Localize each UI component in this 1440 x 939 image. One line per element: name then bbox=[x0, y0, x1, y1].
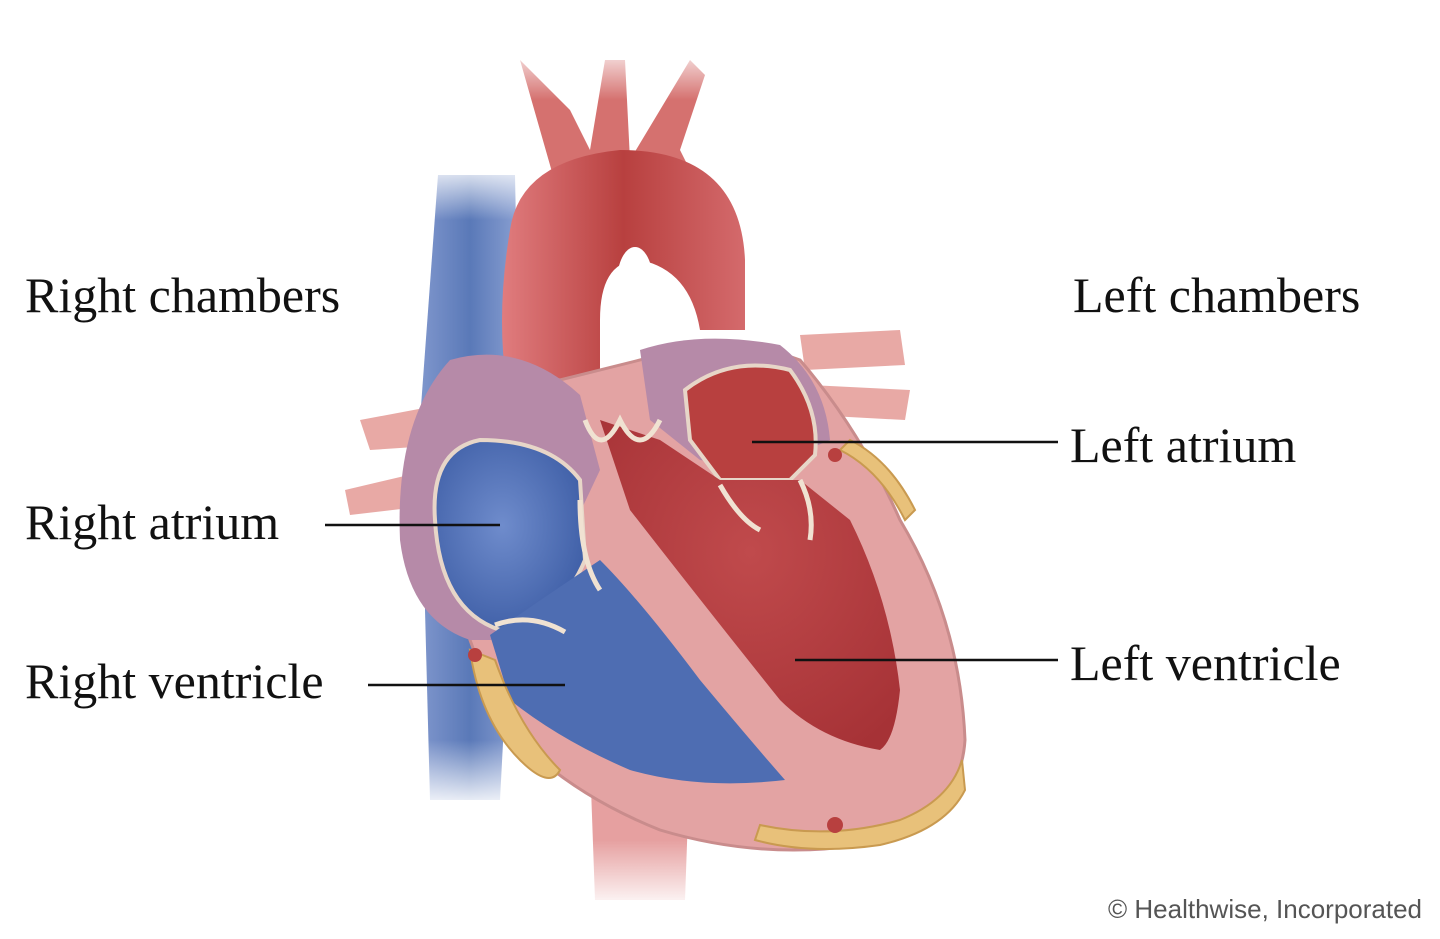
coronary-artery-dot bbox=[468, 648, 482, 662]
leader-lines bbox=[325, 440, 1058, 687]
right-atrium-label: Right atrium bbox=[25, 494, 280, 550]
right-ventricle-chamber bbox=[490, 560, 785, 784]
left-atrium-label: Left atrium bbox=[1070, 417, 1297, 473]
coronary-artery-dot bbox=[828, 448, 842, 462]
coronary-fat-right bbox=[838, 438, 917, 522]
mitral-valve bbox=[717, 478, 814, 541]
tricuspid-valve bbox=[494, 499, 603, 635]
right-chambers-heading: Right chambers bbox=[25, 267, 341, 323]
coronary-fat-left bbox=[468, 648, 562, 779]
coronary-fat-lower bbox=[753, 759, 967, 850]
left-chambers-heading: Left chambers bbox=[1073, 267, 1361, 323]
aortic-arch-gap bbox=[617, 247, 653, 317]
left-ventricle-chamber bbox=[600, 420, 900, 750]
coronary-artery-dot bbox=[827, 817, 843, 833]
left-atrium-chamber bbox=[682, 363, 818, 482]
left-ventricle-label: Left ventricle bbox=[1070, 635, 1341, 691]
copyright-credit: © Healthwise, Incorporated bbox=[1108, 894, 1422, 924]
aortic-valve bbox=[582, 414, 663, 443]
right-ventricle-label: Right ventricle bbox=[25, 653, 324, 709]
aorta bbox=[502, 150, 745, 440]
